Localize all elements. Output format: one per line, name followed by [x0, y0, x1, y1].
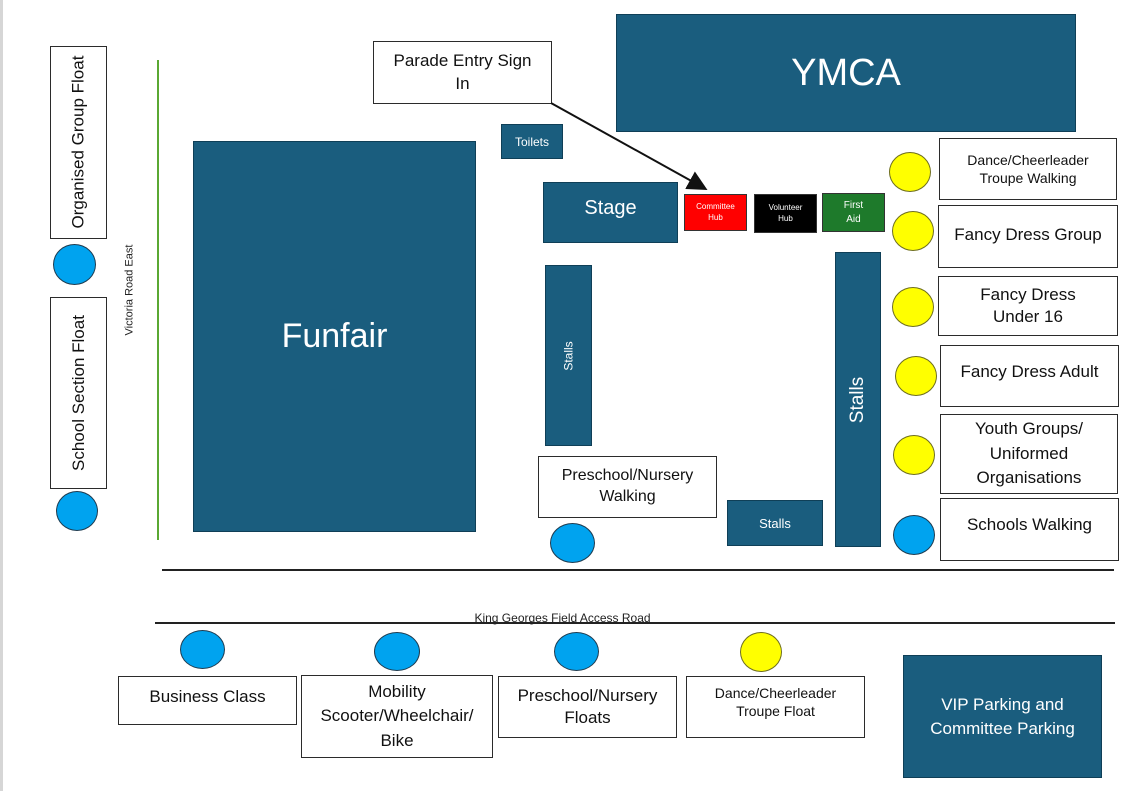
dance-float-box: Dance/Cheerleader Troupe Float [686, 676, 865, 738]
fancy-group-label: Fancy Dress Group [954, 225, 1102, 244]
victoria-road: Victoria Road East [119, 230, 139, 350]
volunteer-hub: Volunteer Hub [754, 194, 817, 233]
vip-parking: VIP Parking and Committee Parking [903, 655, 1102, 778]
school-section-float-label: School Section Float [68, 315, 88, 471]
parade-entry-sign: Parade Entry Sign In [373, 41, 552, 104]
stalls-bottom: Stalls [727, 500, 823, 546]
school-section-float-box: School Section Float [50, 297, 107, 489]
victoria-road-label: Victoria Road East [123, 244, 135, 336]
volunteer-hub-label: Volunteer Hub [768, 202, 803, 223]
schools-walking-box: Schools Walking [940, 498, 1119, 561]
mobility-label: Mobility Scooter/Wheelchair/ Bike [320, 681, 474, 750]
road-line-lower [155, 622, 1115, 624]
stalls-left: Stalls [545, 265, 592, 446]
committee-hub: Committee Hub [684, 194, 747, 231]
stage: Stage [543, 182, 678, 243]
fancy-adult-label: Fancy Dress Adult [960, 362, 1099, 381]
stalls-right-label: Stalls [847, 376, 868, 423]
mobility-marker [374, 632, 420, 671]
king-georges-road: King Georges Field Access Road [400, 609, 725, 627]
fancy-adult-marker [895, 356, 937, 396]
dance-float-marker [740, 632, 782, 672]
fancy-under16-marker [892, 287, 934, 327]
king-georges-road-label: King Georges Field Access Road [474, 611, 651, 625]
dance-walking-label: Dance/Cheerleader Troupe Walking [967, 151, 1089, 186]
fancy-group-box: Fancy Dress Group [938, 205, 1118, 268]
organised-group-marker [53, 244, 96, 285]
toilets: Toilets [501, 124, 563, 159]
youth-groups-marker [893, 435, 935, 475]
victoria-road-line [157, 60, 159, 540]
funfair-label: Funfair [281, 317, 388, 355]
dance-float-label: Dance/Cheerleader Troupe Float [714, 685, 837, 720]
preschool-walking-label-box: Preschool/Nursery Walking [538, 456, 717, 518]
fancy-under16-label: Fancy Dress Under 16 [980, 284, 1076, 326]
mobility-box: Mobility Scooter/Wheelchair/ Bike [301, 675, 493, 758]
youth-groups-box: Youth Groups/ Uniformed Organisations [940, 414, 1118, 494]
parade-entry-label: Parade Entry Sign In [393, 51, 532, 93]
business-class-box: Business Class [118, 676, 297, 725]
preschool-walking-label: Preschool/Nursery Walking [561, 467, 694, 505]
vip-parking-label: VIP Parking and Committee Parking [930, 694, 1075, 738]
fancy-group-marker [892, 211, 934, 251]
stalls-bottom-label: Stalls [759, 515, 791, 531]
left-edge [0, 0, 3, 791]
ymca-label: YMCA [791, 51, 901, 94]
dance-walking-box: Dance/Cheerleader Troupe Walking [939, 138, 1117, 200]
youth-groups-label: Youth Groups/ Uniformed Organisations [974, 419, 1084, 488]
committee-hub-label: Committee Hub [696, 202, 735, 222]
stalls-left-label: Stalls [561, 340, 576, 371]
schools-walking-marker [893, 515, 935, 555]
first-aid: First Aid [822, 193, 885, 232]
preschool-walking-marker [550, 523, 595, 563]
business-class-label: Business Class [149, 687, 266, 706]
stage-label: Stage [584, 197, 637, 219]
organised-group-float-box: Organised Group Float [50, 46, 107, 239]
school-section-marker [56, 491, 98, 531]
first-aid-label: First Aid [843, 200, 864, 225]
toilets-label: Toilets [514, 134, 549, 149]
fancy-under16-box: Fancy Dress Under 16 [938, 276, 1118, 336]
stalls-right: Stalls [835, 252, 881, 547]
road-line-upper [162, 569, 1114, 571]
fancy-adult-box: Fancy Dress Adult [940, 345, 1119, 407]
funfair: Funfair [193, 141, 476, 532]
preschool-floats-box: Preschool/Nursery Floats [498, 676, 677, 738]
dance-walking-marker [889, 152, 931, 192]
preschool-floats-label: Preschool/Nursery Floats [517, 685, 658, 727]
preschool-floats-marker [554, 632, 599, 671]
organised-group-float-label: Organised Group Float [68, 56, 88, 229]
schools-walking-label: Schools Walking [966, 515, 1093, 534]
ymca-building: YMCA [616, 14, 1076, 132]
business-class-marker [180, 630, 225, 669]
